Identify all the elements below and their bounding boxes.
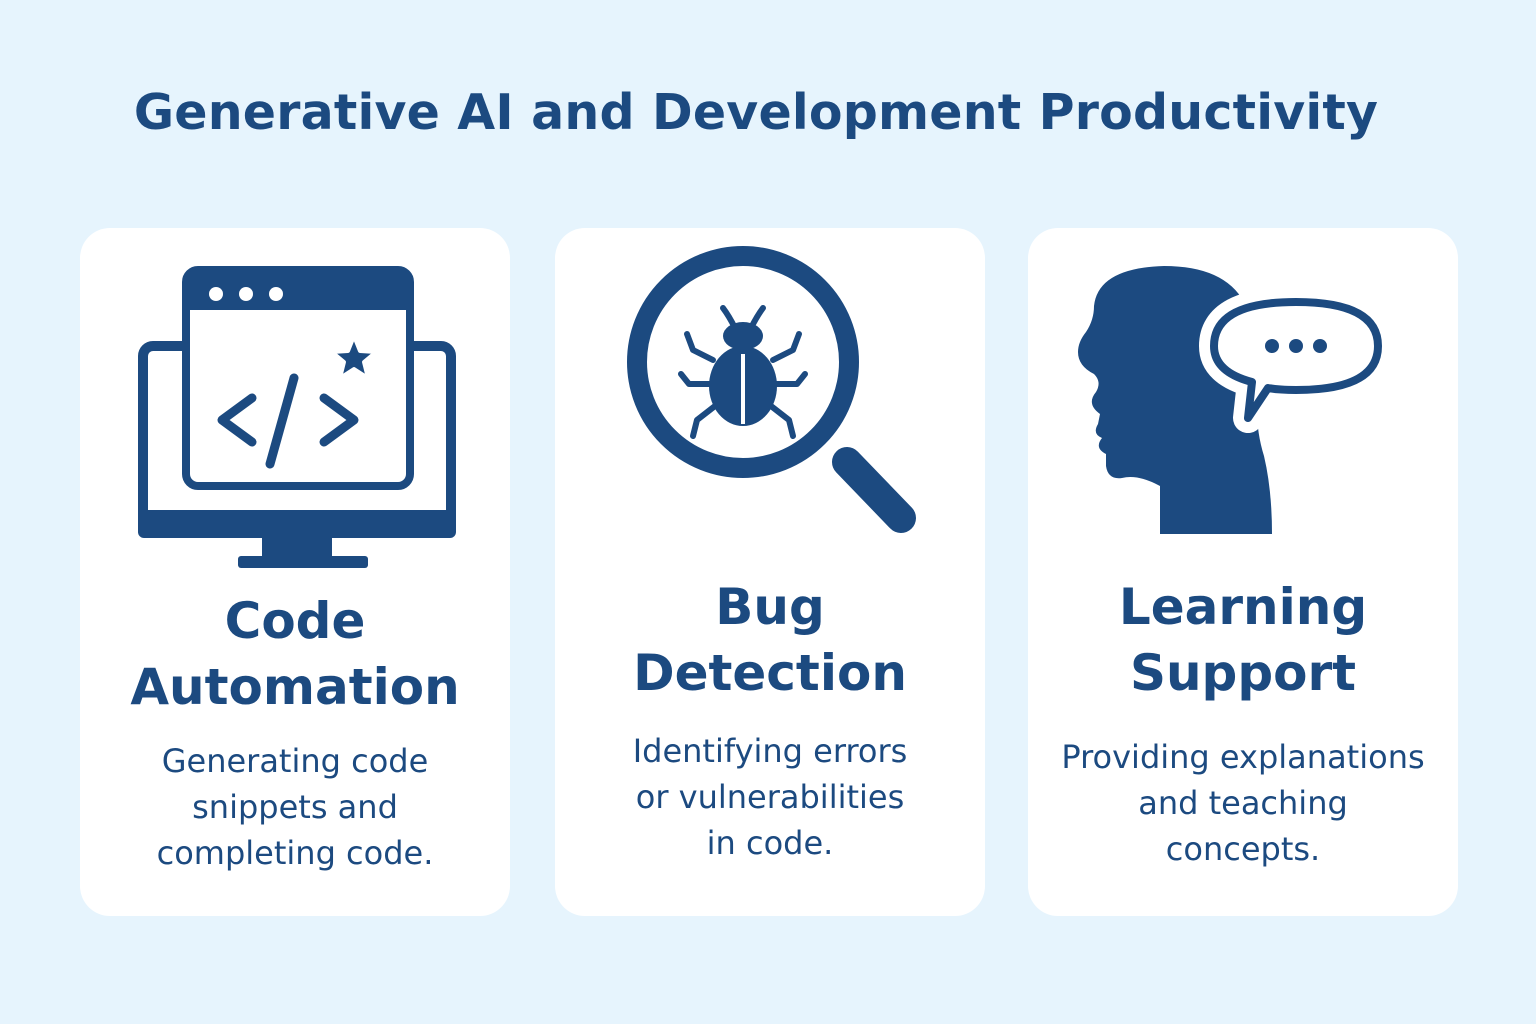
card-bug-detection: Bug Detection Identifying errors or vuln… (555, 228, 985, 916)
bug-magnifier-icon (627, 246, 916, 533)
card-description: Providing explanations and teaching conc… (1061, 738, 1425, 868)
card-title: Code Automation (130, 592, 460, 716)
card-description: Identifying errors or vulnerabilities in… (632, 732, 908, 862)
code-monitor-icon (138, 266, 456, 568)
card-title: Bug Detection (633, 578, 907, 702)
page-title: Generative AI and Development Productivi… (133, 84, 1379, 141)
card-title: Learning Support (1118, 578, 1368, 702)
card-description: Generating code snippets and completing … (156, 742, 434, 872)
card-learning-support: Learning Support Providing explanations … (1028, 228, 1458, 916)
head-speech-bubble-icon (1078, 266, 1393, 534)
card-code-automation: Code Automation Generating code snippets… (80, 228, 510, 916)
